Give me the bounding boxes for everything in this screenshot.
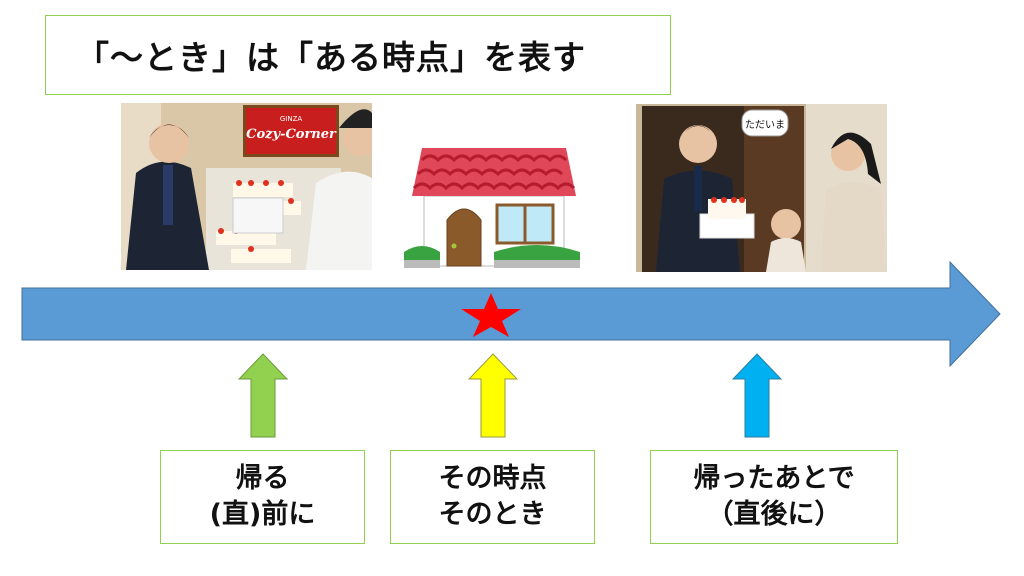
label-now-line1: その時点 <box>438 462 547 494</box>
title-text: 「～とき」は「ある時点」を表す <box>76 38 586 77</box>
label-before-line2: (直)前に <box>209 499 316 530</box>
label-before-line1: 帰る <box>235 462 290 494</box>
shop-sign-main: Cozy-Corner <box>246 127 337 142</box>
label-before-return: 帰る (直)前に <box>160 450 365 544</box>
house-illustration <box>404 148 582 270</box>
label-at-that-time: その時点 そのとき <box>390 450 595 544</box>
arrow-up-before-icon <box>238 353 288 439</box>
arrow-up-after-icon <box>732 353 782 439</box>
label-after-line2: （直後に） <box>706 499 842 530</box>
home-arrival-photo: ただいま <box>636 104 887 272</box>
arrow-up-now-icon <box>468 353 518 439</box>
title-box: 「～とき」は「ある時点」を表す <box>45 15 671 95</box>
label-after-line1: 帰ったあとで <box>693 462 855 494</box>
star-icon <box>458 291 524 339</box>
speech-bubble-text: ただいま <box>745 119 785 131</box>
label-now-line2: そのとき <box>438 499 547 530</box>
label-after-return: 帰ったあとで （直後に） <box>650 450 898 544</box>
cake-shop-photo: GINZA Cozy-Corner <box>121 103 372 270</box>
shop-sign-top: GINZA <box>280 115 303 123</box>
